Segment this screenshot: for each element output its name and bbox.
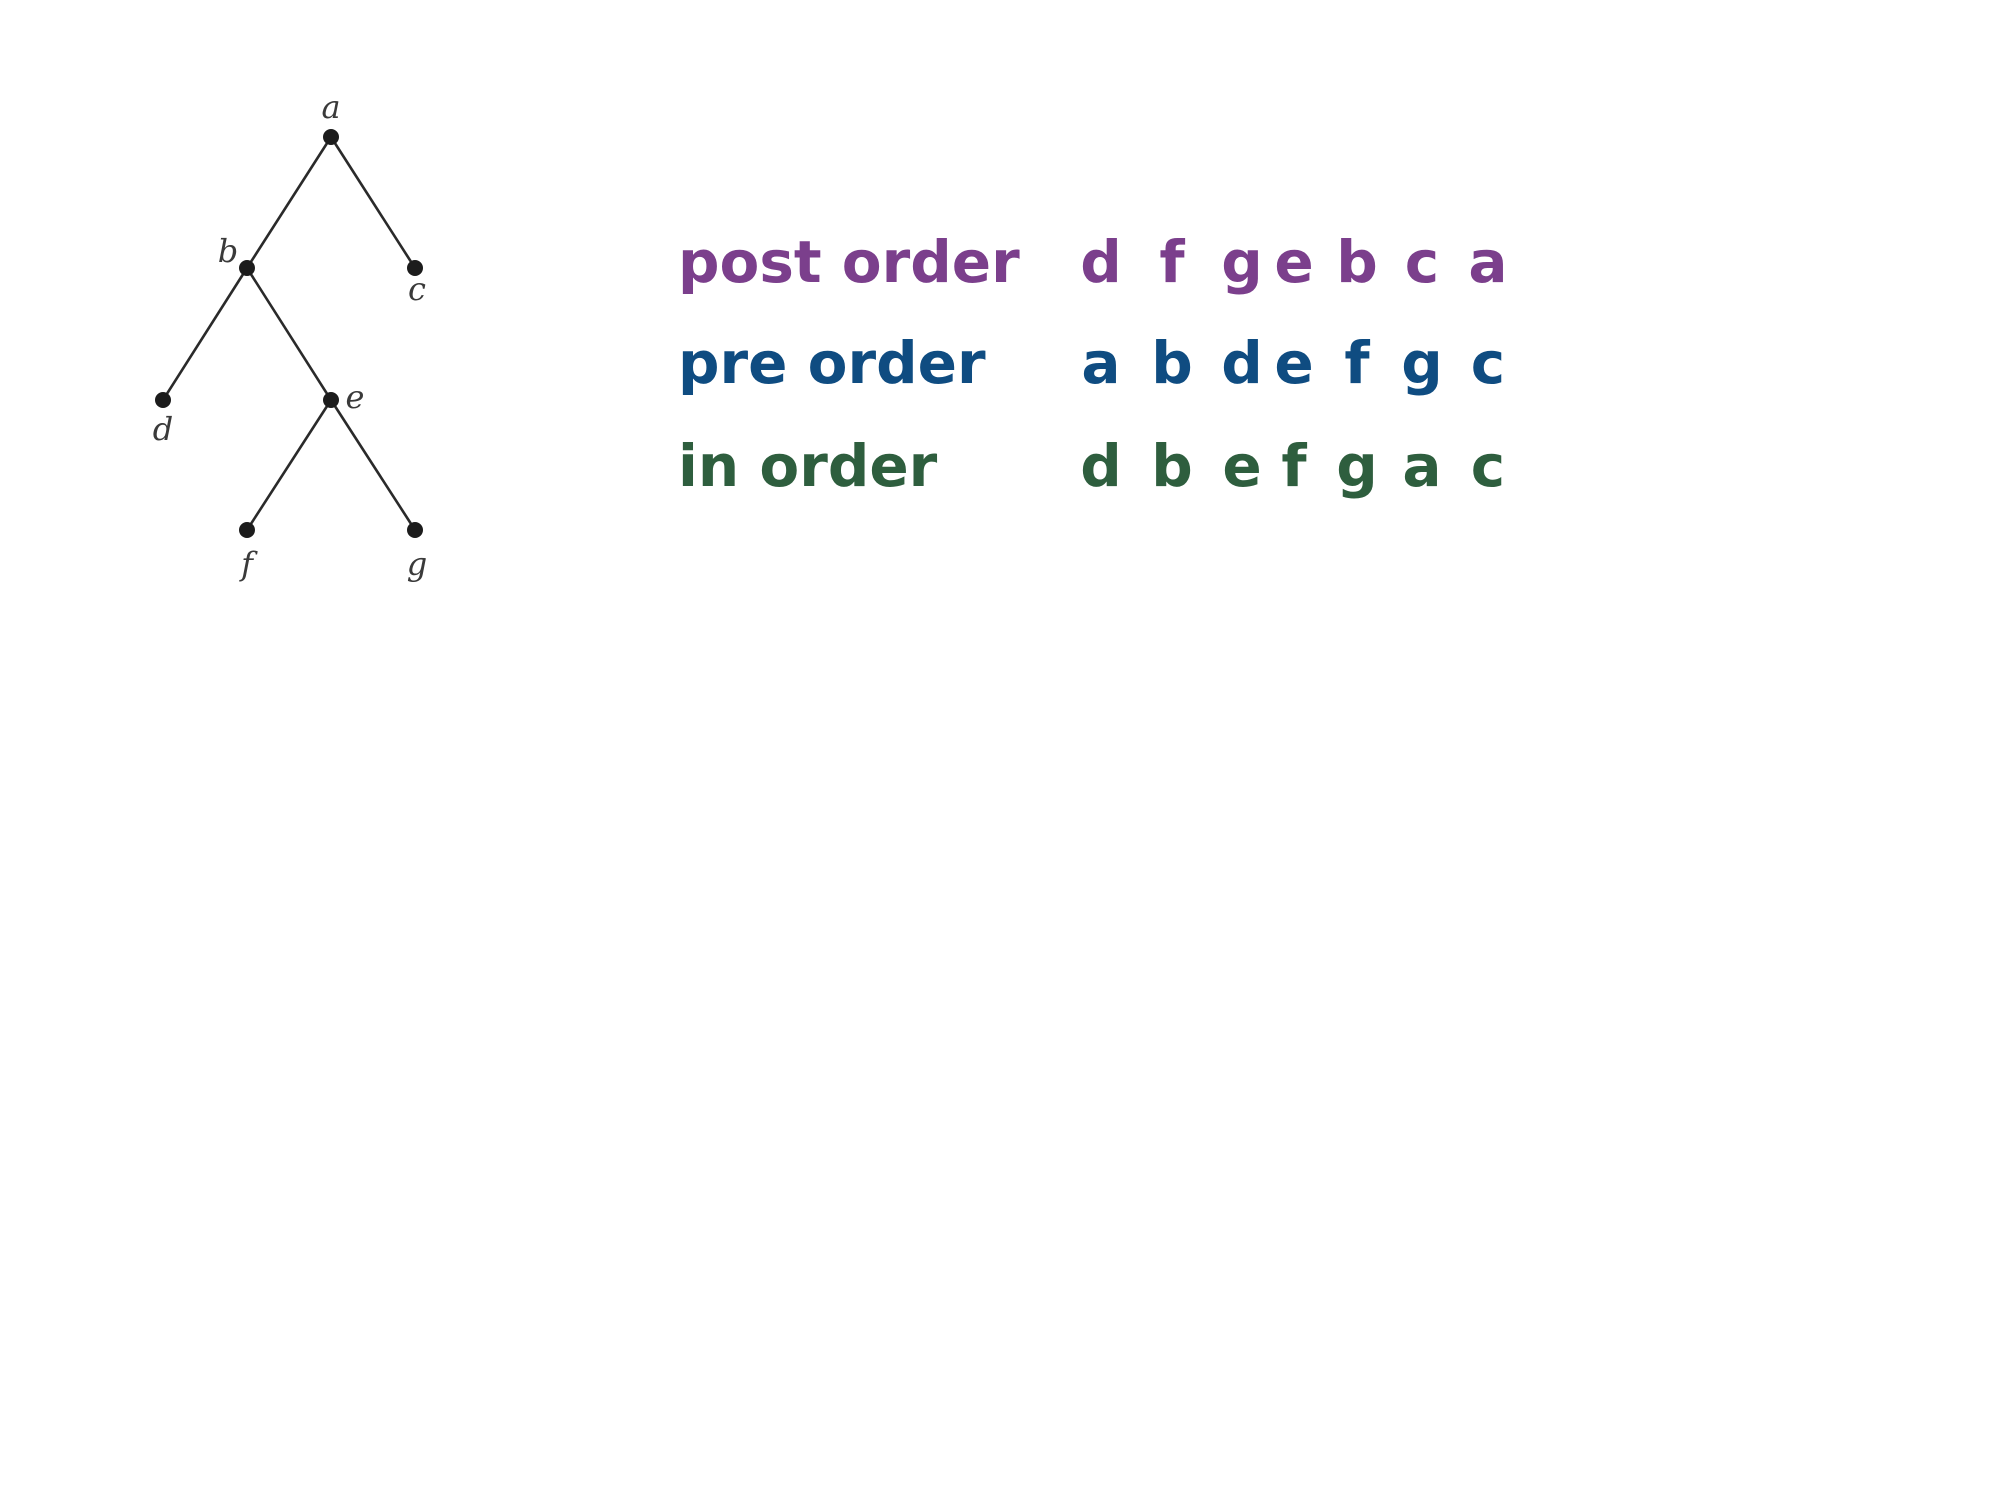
traversal-in-order-item-0: d [1080, 432, 1122, 500]
tree-node-label-f: f [239, 545, 258, 583]
traversal-post-order-item-4: b [1336, 228, 1378, 296]
traversal-pre-order-item-2: d [1221, 329, 1263, 397]
traversal-label-pre-order: pre order [678, 329, 986, 397]
tree-node-a [323, 129, 339, 145]
tree-node-labels: a b c d e f g [153, 88, 427, 583]
tree-node-label-d: d [153, 410, 173, 448]
traversal-pre-order-item-5: g [1401, 329, 1443, 397]
tree-node-c [407, 260, 423, 276]
tree-node-d [155, 392, 171, 408]
traversal-post-order-item-1: f [1159, 228, 1185, 296]
traversal-post-order-item-0: d [1080, 228, 1122, 296]
tree-node-e [323, 392, 339, 408]
tree-node-label-e: e [346, 378, 365, 416]
tree-node-label-b: b [218, 232, 238, 270]
traversal-pre-order-item-1: b [1151, 329, 1193, 397]
tree-node-label-g: g [407, 545, 427, 583]
tree-edge-e-f [245, 399, 333, 531]
tree-node-f [239, 522, 255, 538]
traversal-post-order-item-2: g [1221, 228, 1263, 296]
traversal-pre-order-item-6: c [1471, 329, 1505, 397]
tree-node-g [407, 522, 423, 538]
traversal-label-post-order: post order [678, 228, 1020, 296]
tree-node-label-c: c [408, 270, 426, 308]
tree-nodes [155, 129, 423, 538]
traversal-pre-order-item-4: f [1344, 329, 1370, 397]
traversal-in-order-item-6: c [1471, 432, 1505, 500]
traversal-in-order-item-1: b [1151, 432, 1193, 500]
traversal-label-in-order: in order [678, 432, 938, 500]
tree-node-b [239, 260, 255, 276]
traversal-in-order-item-3: f [1281, 432, 1307, 500]
tree-edge-a-c [329, 136, 417, 269]
tree-edge-e-g [329, 399, 417, 531]
traversal-pre-order-item-0: a [1081, 329, 1120, 397]
traversal-pre-order-item-3: e [1274, 329, 1313, 397]
tree-edges [161, 136, 417, 531]
traversal-post-order-item-6: a [1468, 228, 1507, 296]
traversal-in-order-item-4: g [1336, 432, 1378, 500]
tree-edge-a-b [245, 136, 333, 269]
traversal-post-order-item-5: c [1405, 228, 1439, 296]
tree-edge-b-e [245, 267, 333, 401]
tree-edge-b-d [161, 267, 249, 401]
traversal-post-order-item-3: e [1274, 228, 1313, 296]
traversal-in-order-item-5: a [1402, 432, 1441, 500]
tree-node-label-a: a [321, 88, 340, 126]
traversal-in-order-item-2: e [1222, 432, 1261, 500]
